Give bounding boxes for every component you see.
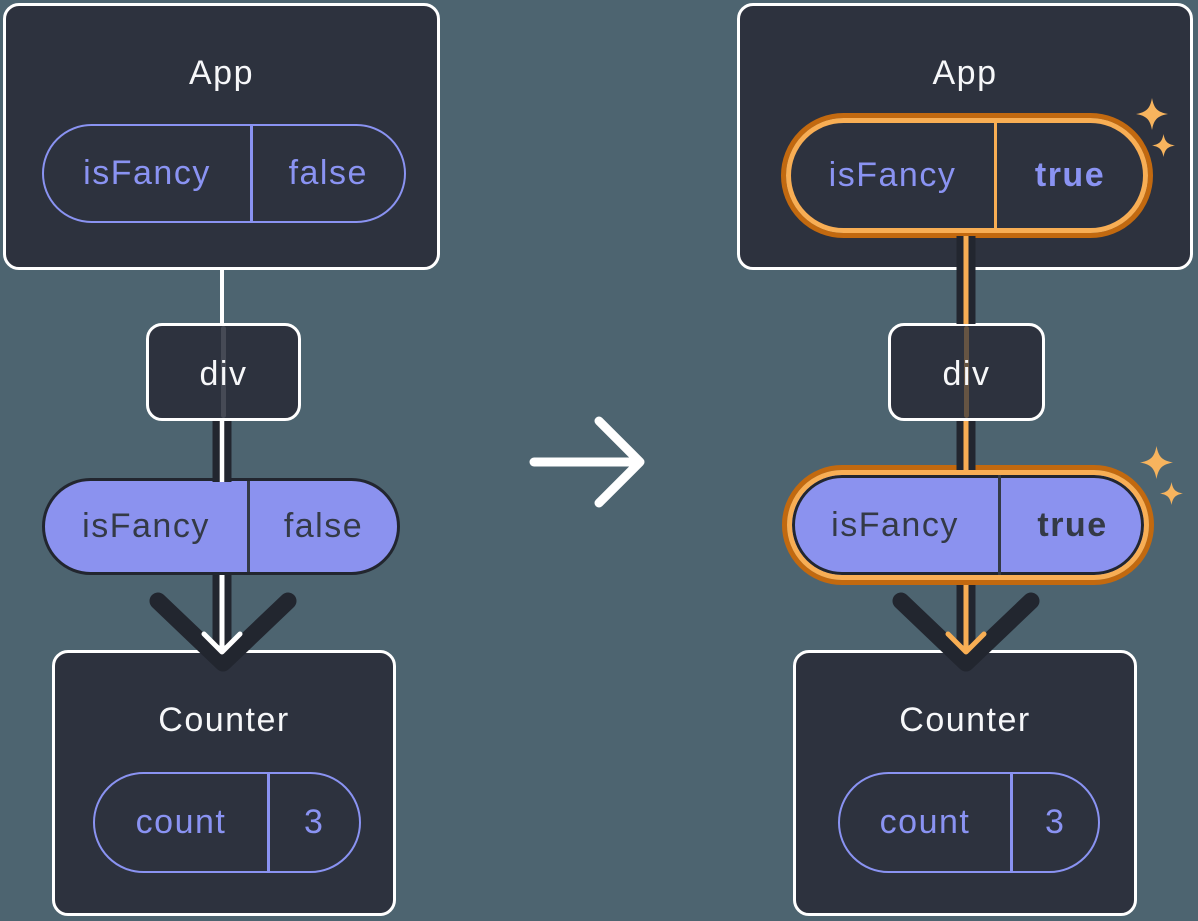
pill-value-label: true (1034, 156, 1106, 194)
sparkle-icon (1160, 482, 1183, 505)
pill-name-label: isFancy (831, 505, 959, 544)
pill-name-label: isFancy (83, 154, 211, 192)
div-component-box: div (146, 323, 301, 421)
pill-divider (998, 475, 1001, 575)
pill-name-label: isFancy (828, 156, 957, 194)
state-pill: count 3 (838, 772, 1100, 873)
pass-through-line (221, 326, 226, 418)
fancy-highlight-ring: isFancy true (782, 465, 1154, 585)
div-component-box: div (888, 323, 1045, 421)
pill-name-label: count (879, 803, 971, 841)
pill-value-label: false (283, 507, 364, 545)
sparkle-icon (1140, 446, 1173, 479)
pill-name-label: isFancy (82, 507, 210, 545)
app-component-box: App isFancy false (3, 3, 440, 270)
component-title: Counter (158, 701, 290, 739)
fancy-highlight-ring: isFancy true (781, 113, 1153, 238)
pill-divider (267, 774, 270, 871)
pill-divider (250, 126, 253, 221)
pill-name-label: count (135, 803, 227, 841)
pass-through-line (964, 326, 969, 418)
component-title: App (189, 54, 254, 92)
component-title: App (932, 54, 998, 92)
pill-divider (994, 123, 997, 228)
counter-component-box: Counter count 3 (793, 650, 1137, 916)
component-title: Counter (899, 701, 1031, 739)
pill-value-label: 3 (304, 803, 325, 841)
pill-divider (1010, 774, 1013, 871)
passed-prop-pill: isFancy true (787, 470, 1149, 580)
pill-value-label: true (1037, 505, 1108, 544)
passed-prop-pill: isFancy false (42, 478, 400, 575)
component-title: div (199, 355, 248, 393)
state-pill: count 3 (93, 772, 361, 873)
pill-divider (247, 481, 250, 572)
transition-arrow-icon (529, 416, 645, 508)
pill-value-label: 3 (1045, 803, 1066, 841)
prop-pill: isFancy true (786, 118, 1148, 233)
counter-component-box: Counter count 3 (52, 650, 396, 916)
component-title: div (942, 355, 991, 393)
prop-pill: isFancy false (42, 124, 406, 223)
pill-value-label: false (288, 154, 368, 192)
